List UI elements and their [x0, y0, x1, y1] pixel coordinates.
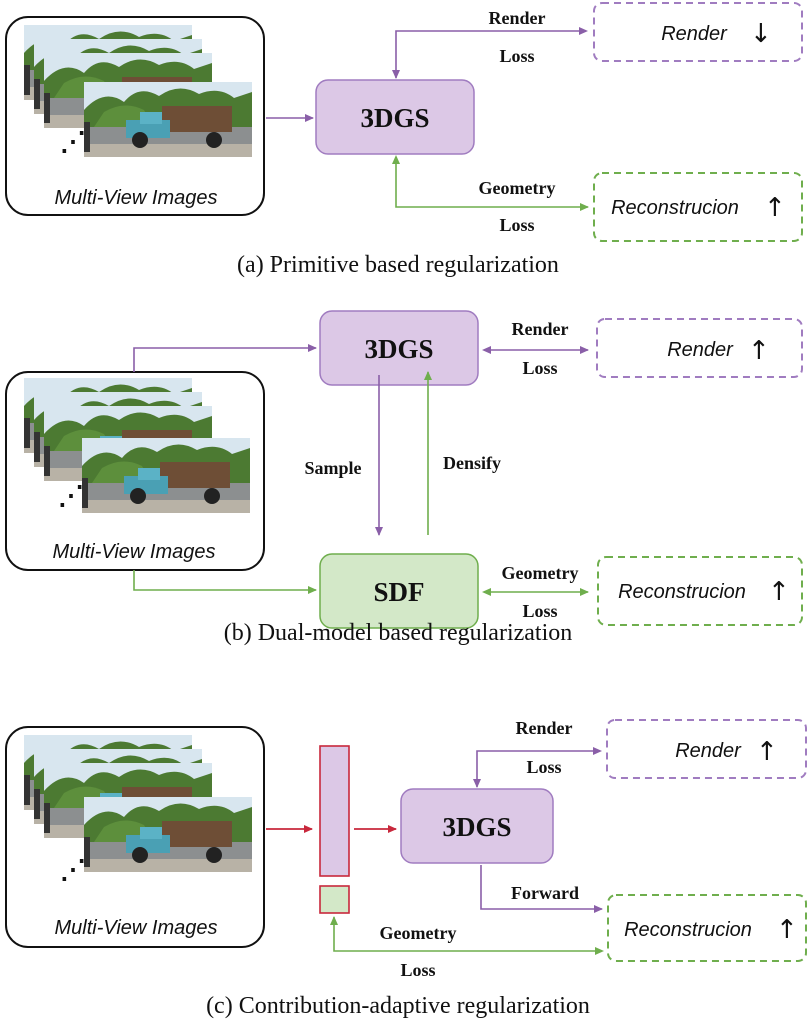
- ellipsis-dots-c: ⋰: [60, 855, 86, 884]
- ellipsis-dots-a: ⋰: [60, 127, 86, 156]
- render-loss-top-c: Render: [516, 718, 573, 738]
- geometry-loss-bottom-a: Loss: [499, 215, 534, 235]
- 3dgs-label-a: 3DGS: [360, 103, 429, 133]
- recon-result-label-c: Reconstrucion: [624, 919, 752, 941]
- up-arrow-icon: ↑: [748, 336, 770, 366]
- 3dgs-box-a: [315, 79, 475, 155]
- sdf-label-b: SDF: [373, 577, 424, 607]
- render-loss-bottom-a: Loss: [499, 46, 534, 66]
- 3dgs-box-b: [319, 310, 479, 386]
- geometry-loss-top-b: Geometry: [502, 563, 579, 583]
- images-label-b: Multi-View Images: [52, 541, 215, 563]
- geometry-loss-arrow-c: [330, 916, 604, 955]
- panel-a: ⋰ Multi-View Images 3DGS Render Loss Geo…: [5, 2, 803, 278]
- up-arrow-icon: ↑: [764, 193, 786, 223]
- up-arrow-icon: ↑: [768, 577, 790, 607]
- recon-result-label-a: Reconstrucion: [611, 197, 739, 219]
- recon-result-box-c: [607, 894, 807, 962]
- render-result-box-a: [593, 2, 803, 62]
- panel-b: ⋰ Multi-View Images 3DGS SDF Sample Dens…: [5, 310, 803, 646]
- render-loss-top-a: Render: [489, 8, 546, 28]
- render-result-label-a: Render: [661, 23, 728, 45]
- geometry-loss-top-a: Geometry: [479, 178, 556, 198]
- render-loss-bottom-b: Loss: [522, 358, 557, 378]
- 3dgs-label-c: 3DGS: [442, 812, 511, 842]
- ellipsis-dots-b: ⋰: [58, 481, 84, 510]
- up-arrow-icon: ↑: [776, 915, 798, 945]
- forward-arrow-c: [480, 865, 603, 913]
- recon-result-box-b: [597, 556, 803, 626]
- 3dgs-label-b: 3DGS: [364, 334, 433, 364]
- render-loss-top-b: Render: [512, 319, 569, 339]
- geometry-loss-top-c: Geometry: [380, 923, 457, 943]
- contribution-bar-secondary: [319, 885, 350, 914]
- render-result-label-c: Render: [675, 740, 742, 762]
- forward-label-c: Forward: [511, 883, 579, 903]
- geometry-loss-bottom-c: Loss: [400, 960, 435, 980]
- panel-c: ⋰ Multi-View Images 3DGS Render Loss For…: [5, 718, 807, 1019]
- sample-label-b: Sample: [304, 458, 361, 478]
- render-loss-bottom-c: Loss: [526, 757, 561, 777]
- images-to-sdf-arrow-b: [133, 570, 317, 594]
- caption-a: (a) Primitive based regularization: [237, 252, 559, 278]
- render-loss-arrow-a: [392, 27, 588, 79]
- render-result-box-b: [596, 318, 803, 378]
- images-label-a: Multi-View Images: [54, 187, 217, 209]
- 3dgs-box-c: [400, 788, 554, 864]
- geometry-loss-bottom-b: Loss: [522, 601, 557, 621]
- down-arrow-icon: ↓: [750, 19, 772, 49]
- geometry-loss-arrow-a: [392, 155, 589, 211]
- render-loss-arrow-c: [473, 747, 602, 788]
- images-label-c: Multi-View Images: [54, 917, 217, 939]
- recon-result-box-a: [593, 172, 803, 242]
- contribution-bar-primary: [319, 745, 350, 877]
- caption-c: (c) Contribution-adaptive regularization: [206, 993, 590, 1019]
- recon-result-label-b: Reconstrucion: [618, 581, 746, 603]
- caption-b: (b) Dual-model based regularization: [224, 620, 573, 646]
- render-result-box-c: [606, 719, 807, 779]
- densify-label-b: Densify: [443, 453, 501, 473]
- render-result-label-b: Render: [667, 339, 734, 361]
- up-arrow-icon: ↑: [756, 737, 778, 767]
- images-to-3dgs-arrow-b: [133, 344, 317, 372]
- sdf-box-b: [319, 553, 479, 629]
